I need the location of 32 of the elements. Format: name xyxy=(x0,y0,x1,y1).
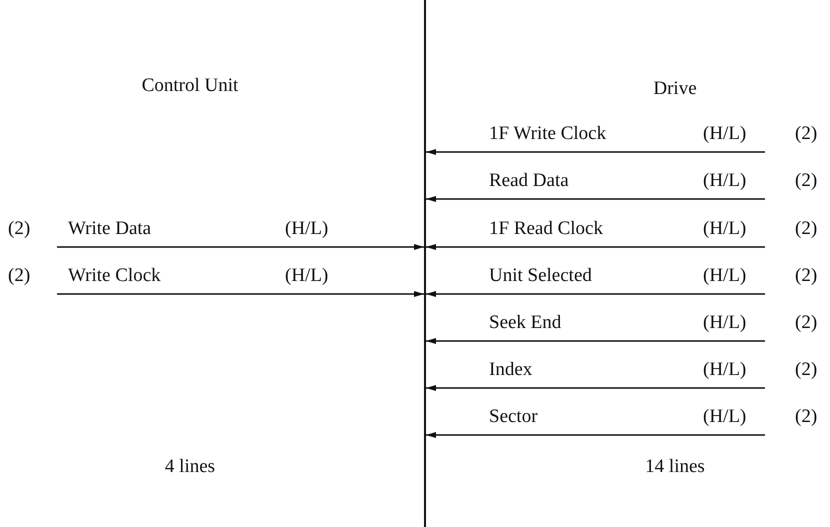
signal-note: (2) xyxy=(8,218,30,240)
section-heading: Control Unit xyxy=(142,75,238,97)
signal-note: (H/L) xyxy=(703,359,746,381)
line-count: 4 lines xyxy=(164,456,216,478)
signal-arrow xyxy=(426,244,765,250)
signal-arrow xyxy=(426,196,765,202)
signal-note: (2) xyxy=(795,359,818,381)
signal-note: (H/L) xyxy=(703,170,746,192)
signal-arrow xyxy=(426,149,765,155)
signal-arrow xyxy=(426,338,765,344)
signal-note: (2) xyxy=(795,406,818,428)
interface-line xyxy=(424,0,426,527)
signal-note: (H/L) xyxy=(703,123,746,145)
signal-note: (2) xyxy=(795,218,818,240)
signal-note: (2) xyxy=(8,265,30,287)
signal-note: (2) xyxy=(795,312,818,334)
signal-note: (2) xyxy=(795,265,818,287)
signal-note: (H/L) xyxy=(703,265,746,287)
section-heading: Drive xyxy=(653,78,697,100)
signal-arrow xyxy=(426,432,765,438)
signal-note: (H/L) xyxy=(285,265,328,287)
signal-note: (H/L) xyxy=(703,218,746,240)
line-count: 14 lines xyxy=(645,456,705,478)
signal-note: (2) xyxy=(795,170,818,192)
signal-note: (2) xyxy=(795,123,818,145)
signal-note: (H/L) xyxy=(285,218,328,240)
signal-note: (H/L) xyxy=(703,312,746,334)
signal-arrow xyxy=(57,244,424,250)
signal-arrow xyxy=(426,385,765,391)
signal-arrow xyxy=(57,291,424,297)
signal-arrow xyxy=(426,291,765,297)
signal-note: (H/L) xyxy=(703,406,746,428)
